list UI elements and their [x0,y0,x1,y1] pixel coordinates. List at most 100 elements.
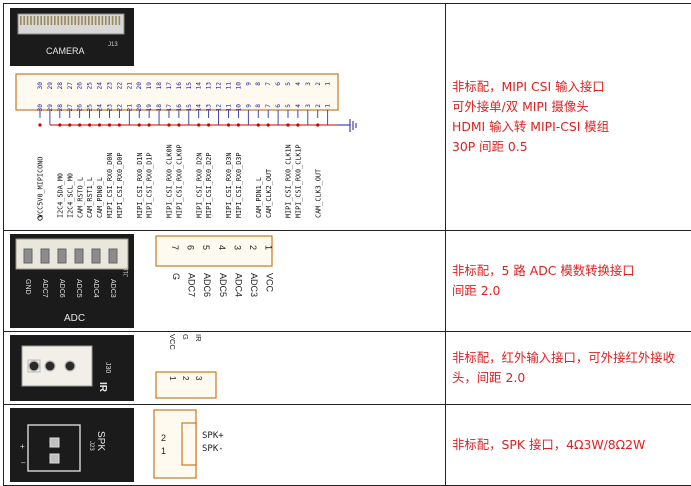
spk-pad [50,438,59,447]
camera-pin-number: 15 [186,82,193,90]
camera-pin-number: 11 [225,82,232,90]
camera-signal-label: CAM_CLK2_OUT [265,169,273,218]
adc-pin-number: 5 [201,245,211,250]
camera-signal-label: MIPI_CSI_RX0_D0N [106,153,114,218]
camera-pin-number: 10 [235,82,242,90]
adc-pin-name: ADC4 [233,273,243,297]
camera-pin-number: 21 [126,82,133,90]
ir-pin-number: 2 [181,376,190,381]
camera-signal-label: CAM_PDN1_L [255,177,263,218]
camera-pin-number: 16 [176,82,183,90]
spk-minus-mark: – [21,458,26,467]
camera-pin-number: 2 [315,82,322,86]
camera-pin-number-inner: 30 [37,104,44,112]
camera-pin-number-inner: 10 [235,104,242,112]
spk-pad [50,454,59,463]
camera-pin-number-inner: 4 [295,104,302,108]
adc-pin-number: 2 [248,245,258,250]
ir-description: 非标配，红外输入接口，可外接红外接收头，间距 2.0 [446,332,691,405]
adc-pin-name: ADC7 [187,273,197,297]
camera-pin-number-inner: 16 [176,104,183,112]
camera-pin-number-inner: 21 [126,104,133,112]
camera-description: 非标配，MIPI CSI 输入接口 可外接单/双 MIPI 摄像头 HDMI 输… [446,4,691,231]
camera-pin-number: 7 [265,82,272,86]
camera-pin-number-inner: 24 [97,104,104,112]
camera-signal-label: CAM_RSTO_L [76,177,84,218]
camera-pin-number-inner: 3 [305,104,312,108]
camera-pin-number: 14 [196,82,203,90]
ir-pin-name: VCC [168,334,177,350]
adc-pin-number: 4 [217,245,227,250]
adc-ref-label: J18 [124,267,130,277]
camera-pin-number-inner: 2 [315,104,322,108]
spk-ref-label: J23 [88,441,94,451]
camera-pin-number-inner: 9 [245,104,252,108]
camera-pin-number: 1 [325,82,332,86]
camera-pin-number-inner: 23 [106,104,113,112]
ir-pin-name: G [181,334,190,340]
camera-pin-number: 8 [255,82,262,86]
camera-pin-number: 24 [97,82,104,90]
camera-signal-label: MIPI_CSI_RX0_D2N [195,153,203,218]
adc-silk-pin-label: ADC5 [75,279,82,298]
adc-connector-body [156,236,272,266]
camera-pin-number-inner: 20 [136,104,143,112]
spk-silk-label: SPK [95,431,106,451]
ground-symbol-icon [338,119,356,132]
camera-pin-number: 12 [216,82,223,90]
adc-silk-pin-label: GND [24,279,31,295]
camera-pin-number-inner: 14 [196,104,203,112]
camera-pin-number-inner: 12 [216,104,223,112]
camera-pin-number: 3 [305,82,312,86]
camera-net-dot [38,123,41,126]
camera-pin-number-inner: 28 [57,104,64,112]
camera-signal-label: MIPI_CSI_RX0_D3P [235,153,243,218]
camera-signal-label: MIPI_CSI_RX0_CLK0N [166,144,174,218]
adc-pin-name: ADC5 [218,273,228,297]
camera-silk-label: CAMERA [46,46,85,56]
camera-signal-label: I2C4_SDA_M0 [56,173,64,218]
camera-pin-number: 27 [67,82,74,90]
camera-signal-label: CAM_PDN0_L [96,177,104,218]
camera-pin-number: 26 [77,82,84,90]
spk-desc-line: 非标配，SPK 接口，4Ω3W/8Ω2W [452,435,691,455]
spk-header-outline [28,425,80,471]
camera-pin-number: 30 [37,82,44,90]
camera-pin-number-inner: 6 [275,104,282,108]
camera-pin-number-inner: 26 [77,104,84,112]
adc-pin-number: 7 [170,245,180,250]
camera-signal-label: VCC5V0_MIPICONO [37,157,45,218]
camera-pin-number: 25 [87,82,94,90]
adc-pin-name: VCC [265,273,275,293]
ir-pin-number: 1 [168,376,177,381]
camera-pin-number: 6 [275,82,282,86]
camera-pin-number-inner: 15 [186,104,193,112]
spk-plus-mark: + [20,442,25,451]
camera-signal-label: MIPI_CSI_RX0_D3N [225,153,233,218]
camera-desc-line: 非标配，MIPI CSI 输入接口 [452,77,691,97]
spk-pin-number: 2 [161,433,166,443]
adc-pin-number: 1 [264,245,274,250]
ir-silk-label: IR [97,382,108,393]
adc-silk-pin-label: ADC6 [58,279,65,298]
camera-pin-number-inner: 13 [206,104,213,112]
camera-pin-number-inner: 22 [116,104,123,112]
adc-pin-name: ADC6 [202,273,212,297]
camera-pin-number: 22 [116,82,123,90]
adc-silk-pin-label: ADC4 [92,279,99,298]
camera-signal-label: MIPI_CSI_RX0_D1N [136,153,144,218]
ir-desc-line: 非标配，红外输入接口，可外接红外接收头，间距 2.0 [452,348,691,388]
spk-connector-latch [182,423,196,465]
camera-desc-line: 30P 间距 0.5 [452,137,691,157]
ir-pin-number: 3 [194,376,203,381]
adc-description: 非标配，5 路 ADC 模数转换接口 间距 2.0 [446,231,691,332]
camera-signal-label: MIPI_CSI_RX0_CLK1N [285,144,293,218]
